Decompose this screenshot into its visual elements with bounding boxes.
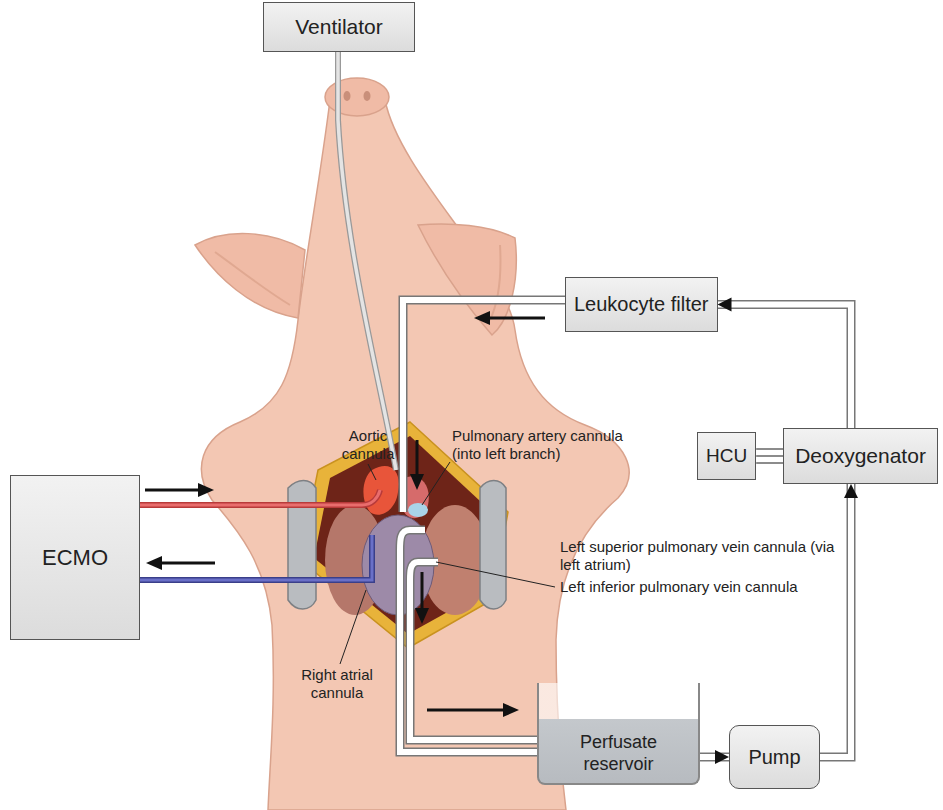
tube-connector	[700, 750, 729, 764]
rib-retractor	[480, 481, 506, 610]
device-box: HCU	[697, 432, 756, 480]
rib-retractor	[288, 481, 316, 610]
pig-snout	[325, 78, 389, 116]
node-text: Perfusate reservoir	[564, 731, 674, 775]
device-box: Deoxygenator	[783, 428, 938, 484]
node-text: HCU	[706, 445, 747, 467]
arrow-head	[844, 484, 858, 498]
device-box: ECMO	[10, 475, 140, 640]
filter-box: Leukocyte filter	[565, 277, 718, 332]
nostril	[364, 91, 371, 101]
tube-connector	[756, 449, 783, 463]
flow-arrow	[145, 311, 545, 717]
ecmo-arterial-line	[140, 490, 380, 505]
node-text: Pump	[748, 746, 800, 769]
tube-connector	[820, 484, 858, 757]
ecmo-arterial-line	[140, 490, 380, 505]
node-text: Deoxygenator	[795, 444, 926, 468]
endotracheal-tube	[338, 52, 396, 470]
ecmo-venous-line	[140, 535, 372, 580]
callout-label: Aortic cannula	[330, 427, 406, 463]
node-text: ECMO	[42, 545, 108, 571]
callout-label: Right atrial cannula	[296, 666, 378, 702]
ecmo-venous-line	[140, 535, 372, 580]
device-box: Ventilator	[263, 2, 415, 52]
arrow-head	[718, 298, 732, 312]
endotracheal-tube	[338, 52, 396, 470]
ear-fold	[215, 252, 290, 305]
callout-label: Left superior pulmonary vein cannula (vi…	[560, 538, 850, 574]
reservoir-beaker: Perfusate reservoir	[537, 683, 700, 785]
node-text: Leukocyte filter	[574, 293, 709, 316]
tube-connector	[718, 298, 851, 429]
callout-label: Pulmonary artery cannula (into left bran…	[452, 427, 647, 463]
node-text: Ventilator	[295, 15, 383, 39]
pump-box: Pump	[729, 725, 820, 789]
arrow-head	[715, 750, 729, 764]
ear-fold	[490, 245, 500, 320]
leader-line	[340, 462, 555, 664]
callout-label: Left inferior pulmonary vein cannula	[560, 578, 850, 596]
nostril	[344, 91, 351, 101]
pig-ear	[195, 234, 305, 318]
left-pulmonary-artery	[408, 503, 428, 517]
